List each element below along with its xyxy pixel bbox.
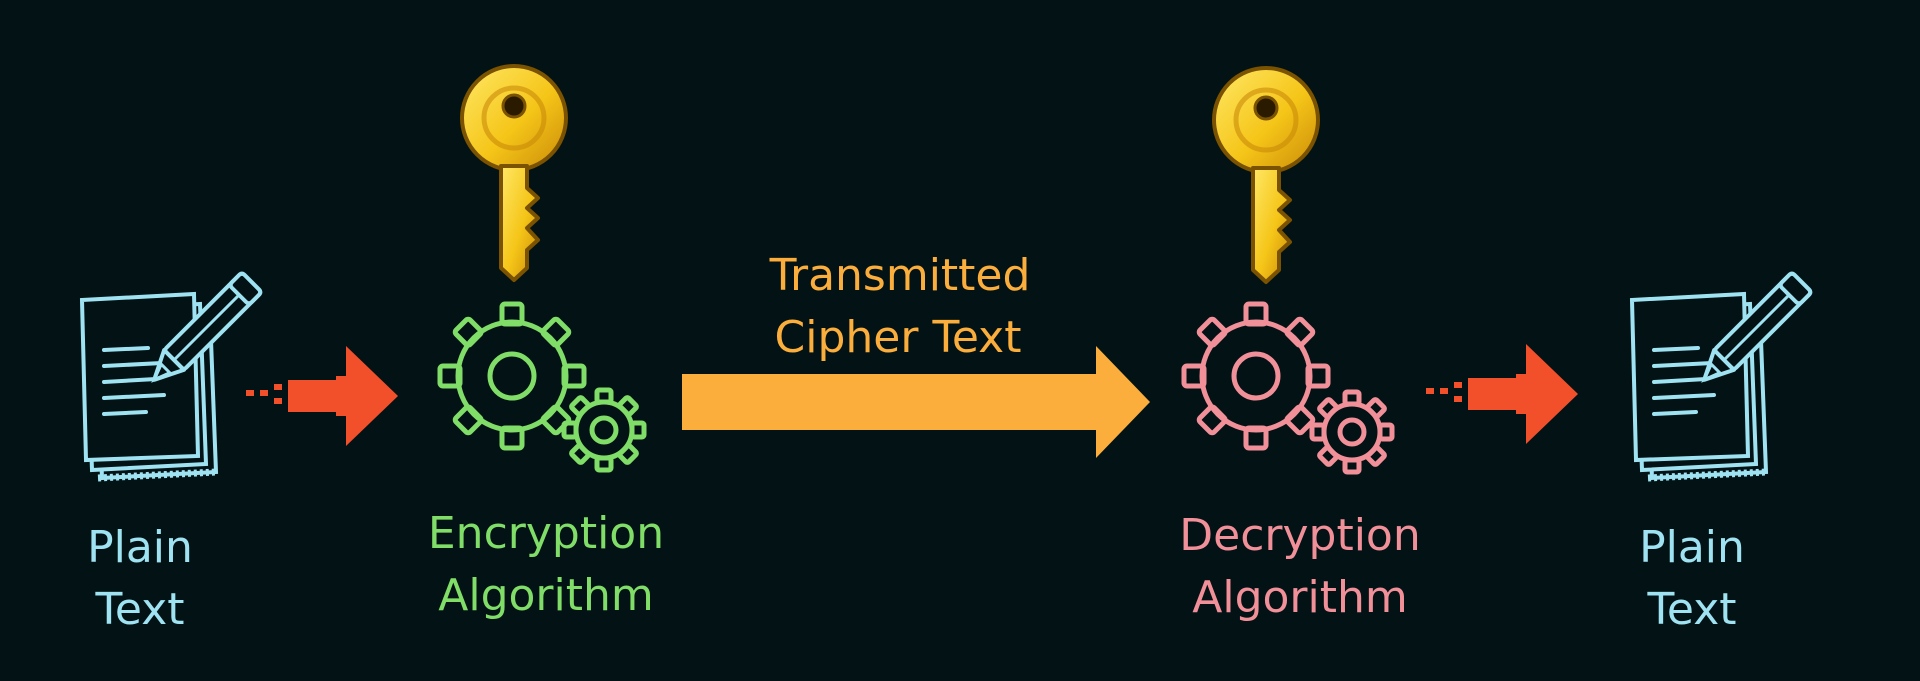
source-label: Plain Text <box>87 522 193 635</box>
target-label-line2: Text <box>1647 584 1737 635</box>
decryption-label-line2: Algorithm <box>1192 572 1408 623</box>
target-label: Plain Text <box>1639 522 1745 635</box>
source-label-line2: Text <box>95 584 185 635</box>
decryption-label-line1: Decryption <box>1179 510 1420 561</box>
target-label-line1: Plain <box>1639 522 1745 573</box>
channel-label: Transmitted Cipher Text <box>769 250 1031 363</box>
channel-label-line1: Transmitted <box>769 250 1031 301</box>
cipher-text-arrow <box>682 346 1150 458</box>
source-label-line1: Plain <box>87 522 193 573</box>
encryption-label: Encryption Algorithm <box>428 508 664 621</box>
encryption-label-line1: Encryption <box>428 508 664 559</box>
decryption-label: Decryption Algorithm <box>1179 510 1420 623</box>
encryption-label-line2: Algorithm <box>438 570 654 621</box>
channel-label-line2: Cipher Text <box>775 312 1022 363</box>
